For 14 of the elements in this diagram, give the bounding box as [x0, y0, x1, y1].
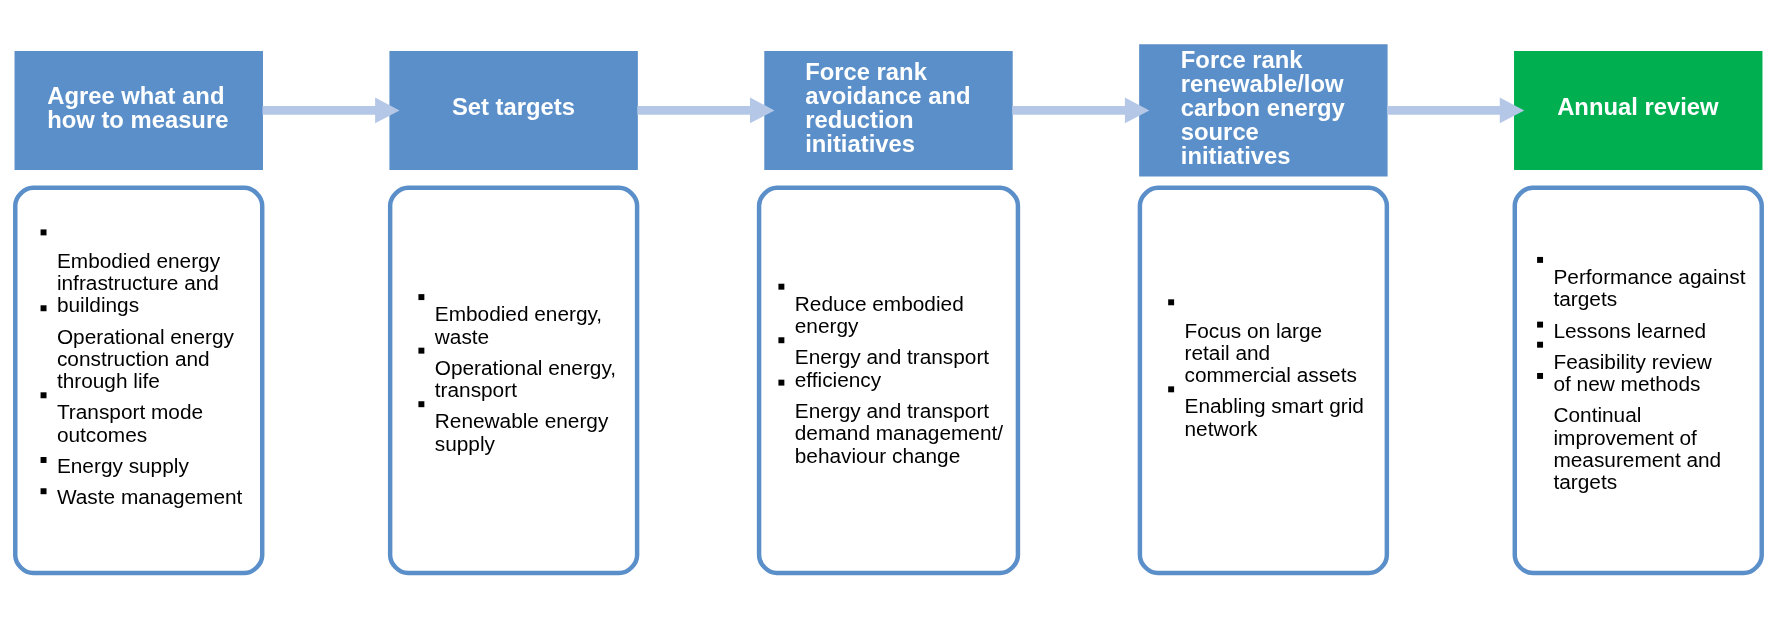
node-box: Embodied energy infrastructure and buildings Operational energy construction and through life Transport mode outcomes Energy supply Waste management — [13, 185, 265, 575]
node-box: Focus on large retail and commercial assets Enabling smart grid network — [1137, 185, 1390, 575]
node-box: Annual review — [1514, 50, 1763, 170]
node-box: Force rank avoidance and reduction initiatives — [764, 50, 1013, 170]
arrow — [637, 97, 775, 123]
arrow — [1387, 97, 1525, 123]
node-box: Set targets — [389, 50, 638, 170]
node-box: Performance against targets Lessons learned Feasibility review of new methods Continual improvement of measurement and targets — [1512, 185, 1764, 575]
node-box: Force rank renewable/low carbon energy source initiatives — [1139, 43, 1388, 177]
arrow — [262, 97, 400, 123]
node-box: Agree what and how to measure — [14, 50, 263, 170]
node-box: Reduce embodied energy Energy and transport efficiency Energy and transport demand management/ behaviour change — [756, 185, 1021, 575]
node-box: Embodied energy, waste Operational energy, transport Renewable energy supply — [387, 185, 640, 575]
arrow — [1012, 97, 1150, 123]
